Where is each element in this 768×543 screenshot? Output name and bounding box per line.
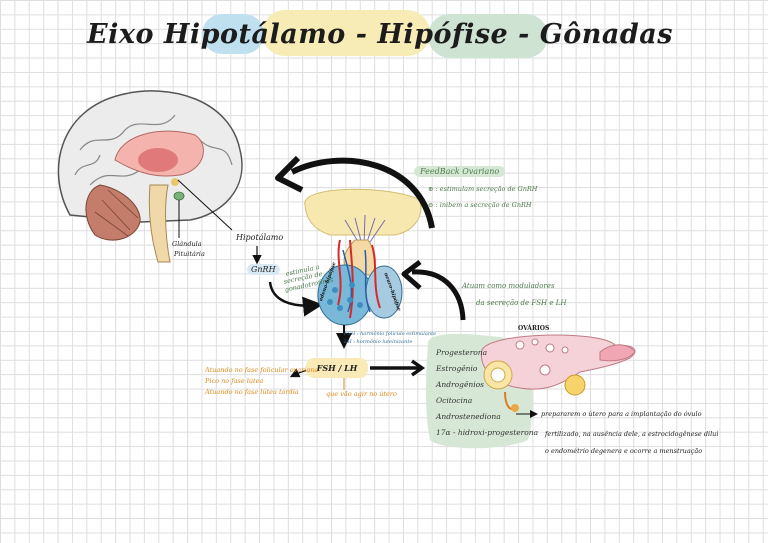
gnrh-label: GnRH: [247, 264, 280, 275]
fsh-lh-box: FSH / LH: [306, 358, 368, 378]
feedback-plus: ⊕ : estimulam secreção de GnRH: [428, 185, 538, 193]
pituitaria-label-1: Glândula: [172, 240, 202, 248]
lh-legend: LH : hormônio luteinizante: [344, 339, 413, 345]
atuam-line-1: Atuam como moduladores: [462, 282, 555, 290]
hipotalamo-label: Hipotálamo: [236, 233, 284, 242]
uterus-note-2: fertilizado, na ausência dele, a estroci…: [545, 430, 719, 438]
ovarios-label: OVÁRIOS: [518, 325, 550, 332]
uterus-note-1: prepararem o útero para a implantação do…: [541, 410, 702, 418]
title-highlight-yellow: [262, 10, 430, 56]
title-highlight-blue: [202, 14, 264, 54]
pituitaria-label-2: Pituitária: [174, 250, 205, 258]
hipotalamo-pointer: [177, 179, 233, 231]
list-item: Progesterona: [436, 348, 488, 357]
gnrh-pituitary-arrow: [268, 281, 323, 317]
feedback-minus: ⊖ : inibem a secreção de GnRH: [428, 201, 532, 209]
fsh-legend: FSH : hormônio folículo estimulante: [344, 331, 437, 337]
left-note-3: Atuando no fase lútea tardia: [205, 388, 299, 396]
left-note-1: Atuando no fase folicular ovariana: [205, 366, 319, 374]
list-item: Ocitocina: [436, 396, 473, 405]
pituitary-illustration: [304, 188, 422, 326]
list-item: 17α - hidroxi-progesterona: [436, 428, 539, 437]
ovaries-illustration: [480, 334, 636, 412]
list-item: Androstenediona: [436, 412, 501, 421]
uterus-note-3: o endométrio degenera e ocorre a menstru…: [545, 447, 703, 455]
brain-illustration: [57, 90, 243, 263]
ovary-modulation-arrow: [411, 269, 466, 321]
list-item: Estrogênio: [436, 364, 478, 373]
feedback-title: FeedBack Ovariano: [414, 166, 506, 177]
left-note-2: Pico no fase lútea: [205, 377, 264, 385]
hormones-list: Progesterona Estrogênio Androgênios Ocit…: [436, 345, 538, 441]
atuam-line-2: da secreção de FSH e LH: [476, 299, 567, 307]
fsh-lh-arrow-note: que vão agir no útero: [326, 390, 397, 398]
feedback-big-arrow: [290, 157, 435, 229]
title-highlight-green: [428, 14, 548, 58]
list-item: Androgênios: [436, 380, 484, 389]
